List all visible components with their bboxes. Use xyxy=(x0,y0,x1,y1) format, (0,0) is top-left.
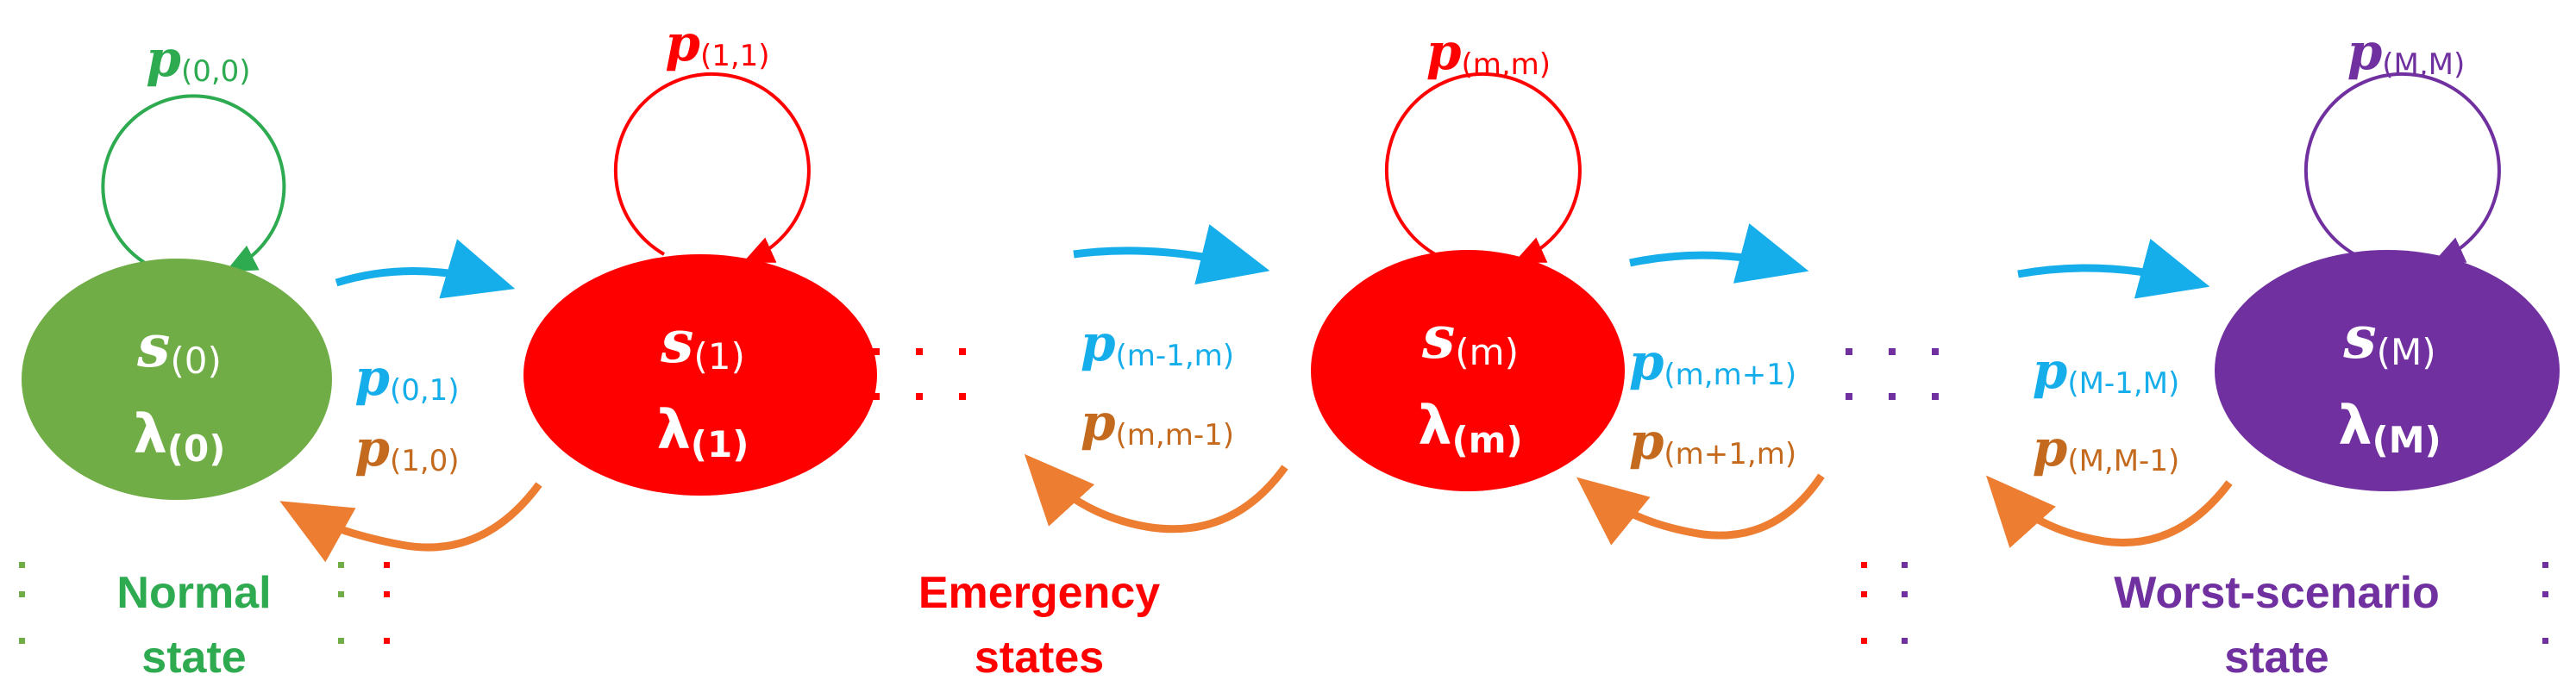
self-loop-s1 xyxy=(613,72,811,263)
self-loop-sm xyxy=(1384,72,1582,263)
bracket-dots-emergency-left xyxy=(384,562,390,644)
state-subscript: (m) xyxy=(1455,331,1519,373)
svg-text:λ(M): λ(M) xyxy=(2338,394,2441,461)
loop-label-s1: p(1,1) xyxy=(665,14,769,73)
backward-arrow-3 xyxy=(1985,475,2233,548)
backward-label-0: p(1,0) xyxy=(354,419,459,478)
group-label-emergency-line1: Emergency xyxy=(918,568,1160,618)
group-label-emergency-line2: states xyxy=(975,633,1104,683)
bracket-dots-worst-left xyxy=(1902,562,1908,644)
self-loop-sM xyxy=(2303,72,2501,263)
self-loop-s0 xyxy=(101,94,286,272)
state-node-s0: s(0) λ(0) xyxy=(22,259,332,500)
lambda-symbol: λ xyxy=(1418,394,1451,457)
backward-label-1: p(m,m-1) xyxy=(1081,393,1234,452)
state-name: s xyxy=(660,308,693,377)
backward-arrow-0 xyxy=(279,482,542,563)
lambda-symbol: λ xyxy=(134,403,167,465)
bracket-dots-worst-right xyxy=(2542,562,2548,644)
group-label-normal-line1: Normal xyxy=(116,568,271,618)
ellipsis-dots-red xyxy=(873,348,966,400)
group-label-worst-line2: state xyxy=(2224,633,2328,683)
state-node-sm: s(m) λ(m) xyxy=(1311,250,1625,491)
forward-arrow-2 xyxy=(1629,223,1809,284)
state-name: s xyxy=(2342,303,2376,372)
svg-text:s(0): s(0) xyxy=(136,312,222,382)
svg-text:λ(m): λ(m) xyxy=(1418,394,1522,461)
group-label-normal-line2: state xyxy=(141,633,246,683)
forward-label-1: p(m-1,m) xyxy=(1081,314,1234,373)
state-name: s xyxy=(1421,303,1455,372)
forward-label-3: p(M-1,M) xyxy=(2033,341,2179,401)
svg-text:s(M): s(M) xyxy=(2342,303,2435,373)
ellipsis-dots-purple xyxy=(1846,348,1939,400)
bracket-dots-emergency-right xyxy=(1861,562,1867,644)
loop-label-sM: p(M,M) xyxy=(2347,22,2466,82)
backward-arrow-1 xyxy=(1024,453,1288,534)
lambda-subscript: (0) xyxy=(167,428,226,470)
state-subscript: (M) xyxy=(2377,331,2436,373)
svg-text:s(m): s(m) xyxy=(1421,303,1519,373)
forward-arrow-3 xyxy=(2017,238,2210,299)
bracket-dots-normal-right xyxy=(338,562,344,644)
backward-label-3: p(M,M-1) xyxy=(2033,419,2179,478)
state-node-s1: s(1) λ(1) xyxy=(523,254,877,496)
svg-text:λ(1): λ(1) xyxy=(657,398,749,465)
state-name: s xyxy=(136,312,170,381)
backward-label-2: p(m+1,m) xyxy=(1629,412,1796,471)
lambda-subscript: (1) xyxy=(691,423,749,465)
backward-arrow-2 xyxy=(1576,473,1825,546)
bracket-dots-normal-left xyxy=(19,562,25,644)
forward-label-2: p(m,m+1) xyxy=(1629,333,1796,392)
lambda-symbol: λ xyxy=(2338,394,2372,457)
state-subscript: (1) xyxy=(693,335,745,378)
loop-label-sm: p(m,m) xyxy=(1426,22,1551,82)
svg-text:λ(0): λ(0) xyxy=(134,403,226,470)
lambda-subscript: (m) xyxy=(1452,419,1523,461)
forward-arrow-1 xyxy=(1073,224,1270,285)
lambda-subscript: (M) xyxy=(2372,419,2441,461)
lambda-symbol: λ xyxy=(657,398,691,461)
state-node-sM: s(M) λ(M) xyxy=(2215,250,2560,491)
forward-label-0: p(0,1) xyxy=(354,348,459,408)
forward-arrow-0 xyxy=(335,239,516,299)
svg-text:s(1): s(1) xyxy=(660,308,745,378)
loop-label-s0: p(0,0) xyxy=(146,29,250,89)
group-label-worst-line1: Worst-scenario xyxy=(2114,568,2440,618)
state-subscript: (0) xyxy=(170,340,222,382)
